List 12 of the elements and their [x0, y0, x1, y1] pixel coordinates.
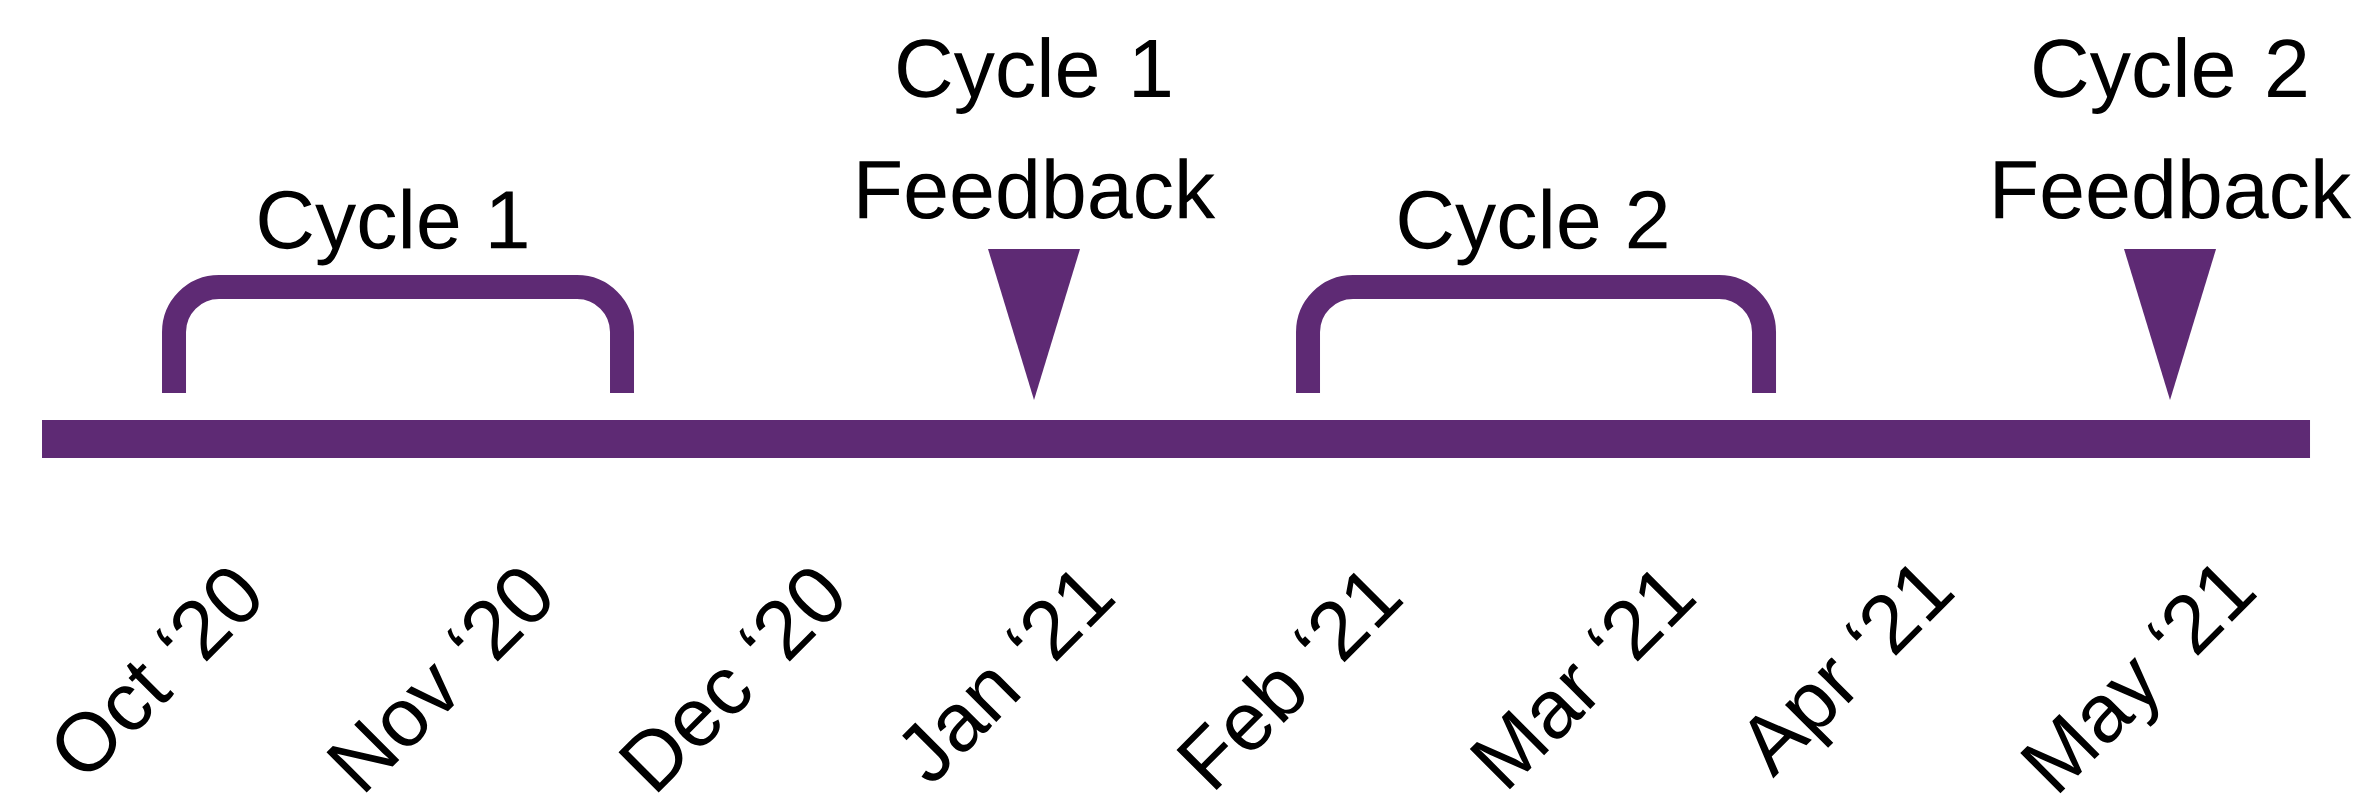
month-label: Jan ‘21	[902, 571, 1116, 781]
month-label: Feb ‘21	[1176, 572, 1404, 791]
month-label: Apr ‘21	[1749, 566, 1956, 779]
month-label: Dec ‘20	[618, 569, 842, 793]
month-label: Mar ‘21	[1469, 571, 1697, 790]
cycle-label: Cycle 1	[259, 188, 527, 266]
feedback-label: Cycle 1 Feedback	[859, 37, 1216, 219]
month-label: May ‘21	[2020, 566, 2258, 794]
cycle-label: Cycle 2	[1399, 188, 1667, 266]
month-label: Nov ‘20	[326, 569, 550, 793]
month-label: Oct ‘20	[56, 569, 259, 772]
feedback-label: Cycle 2 Feedback	[1995, 37, 2352, 219]
